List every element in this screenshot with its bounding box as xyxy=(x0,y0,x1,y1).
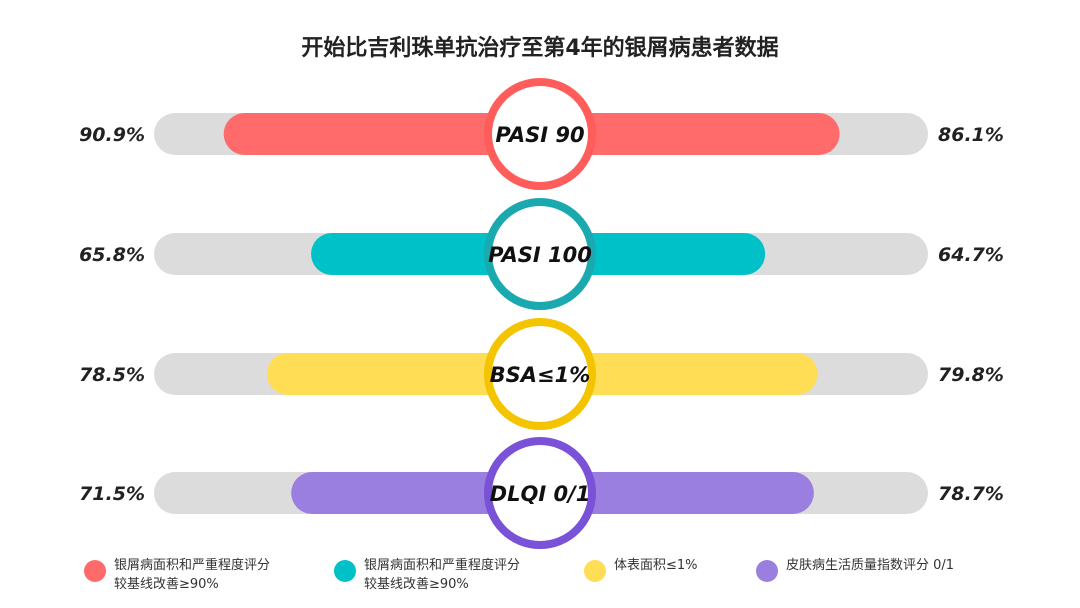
left-value-label: 65.8% xyxy=(79,244,145,266)
category-label: DLQI 0/1 xyxy=(490,482,591,506)
left-value-label: 78.5% xyxy=(79,364,145,386)
category-ring xyxy=(484,198,596,310)
chart-area: PASI 90 90.9% 86.1% PASI 100 65.8% 64.7% BSA≤1… xyxy=(79,78,1004,549)
legend-item-bsa: 体表面积≤1% xyxy=(584,556,698,582)
chart-title: 开始比吉利珠单抗治疗至第4年的银屑病患者数据 xyxy=(301,36,779,61)
category-label: PASI 90 xyxy=(495,123,584,147)
legend-swatch xyxy=(756,560,778,582)
right-value-label: 78.7% xyxy=(938,483,1004,505)
legend-swatch xyxy=(334,560,356,582)
category-label: BSA≤1% xyxy=(490,363,591,387)
legend-label: 皮肤病生活质量指数评分 0/1 xyxy=(786,558,955,573)
category-ring xyxy=(484,437,596,549)
legend-swatch xyxy=(584,560,606,582)
legend-label: 银屑病面积和严重程度评分 较基线改善≥90% xyxy=(364,558,521,592)
category-label: PASI 100 xyxy=(488,243,592,267)
legend-item-dlqi: 皮肤病生活质量指数评分 0/1 xyxy=(756,556,954,582)
legend: 银屑病面积和严重程度评分 较基线改善≥90% 银屑病面积和严重程度评分 较基线改… xyxy=(0,556,1080,608)
category-ring xyxy=(484,78,596,190)
legend-item-pasi90: 银屑病面积和严重程度评分 较基线改善≥90% xyxy=(84,556,270,594)
legend-label: 银屑病面积和严重程度评分 较基线改善≥90% xyxy=(114,558,271,592)
right-value-label: 86.1% xyxy=(938,124,1004,146)
right-value-label: 79.8% xyxy=(938,364,1004,386)
left-value-label: 71.5% xyxy=(79,483,145,505)
legend-label: 体表面积≤1% xyxy=(614,558,698,573)
legend-item-pasi100: 银屑病面积和严重程度评分 较基线改善≥90% xyxy=(334,556,520,594)
left-value-label: 90.9% xyxy=(79,124,145,146)
category-ring xyxy=(484,318,596,430)
right-value-label: 64.7% xyxy=(938,244,1004,266)
legend-swatch xyxy=(84,560,106,582)
